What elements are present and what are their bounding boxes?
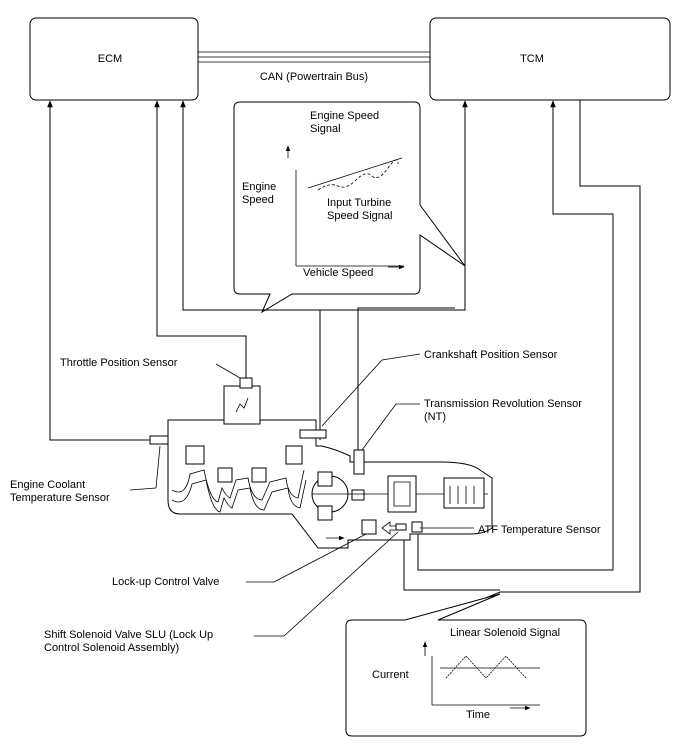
nt-label-l2: (NT): [424, 411, 446, 423]
engine-graph-y-label: Engine Speed: [242, 181, 279, 206]
linear-solenoid-graph-callout: Linear Solenoid Signal Current Time: [345, 593, 587, 737]
can-bus: CAN (Powertrain Bus): [198, 51, 430, 83]
engine-speed-signal-title: Engine Speed Signal: [310, 110, 382, 135]
solenoid-x-label: Time: [466, 709, 490, 721]
solenoid-wave: [445, 655, 527, 679]
ecm-label: ECM: [98, 53, 122, 65]
input-turbine-speed-curve: [317, 159, 399, 191]
lockup-valve-label: Lock-up Control Valve: [112, 576, 219, 588]
coolant-label: Engine Coolant Temperature Sensor: [10, 479, 110, 504]
signal-wires: [47, 100, 641, 635]
coolant-sensor-probe: [149, 435, 169, 445]
sensor-labels: Throttle Position Sensor Crankshaft Posi…: [10, 349, 601, 654]
gear-sets: [312, 475, 488, 513]
valve-body: [326, 519, 423, 541]
nt-sensor-probe: [353, 449, 365, 475]
coolant-label-l2: Temperature Sensor: [10, 492, 110, 504]
slu-label-l1: Shift Solenoid Valve SLU (Lock Up: [44, 629, 213, 641]
tcm-module: TCM: [429, 17, 671, 101]
nt-label-l1: Transmission Revolution Sensor: [424, 398, 582, 410]
engine-graph-x-label: Vehicle Speed: [303, 267, 373, 279]
tcm-label: TCM: [520, 53, 544, 65]
slu-label: Shift Solenoid Valve SLU (Lock Up Contro…: [44, 629, 216, 654]
ecm-module: ECM: [29, 17, 199, 101]
pistons: [171, 445, 307, 513]
engine-transmission-assembly: [149, 377, 493, 549]
throttle-body: [223, 377, 261, 425]
throttle-label: Throttle Position Sensor: [60, 357, 178, 369]
input-turbine-label: Input Turbine Speed Signal: [327, 197, 394, 222]
engine-graph-y-label-l1: Engine: [242, 181, 276, 193]
engine-speed-curve: [307, 157, 403, 189]
engine-speed-graph-callout: Engine Speed Signal Engine Speed Input T…: [233, 101, 466, 314]
crank-sensor-probe: [299, 429, 327, 439]
sensor-probes: [149, 429, 365, 475]
engine-speed-signal-title-l2: Signal: [310, 123, 341, 135]
solenoid-y-label: Current: [372, 669, 409, 681]
engine-graph-y-label-l2: Speed: [242, 194, 274, 206]
atf-label: ATF Temperature Sensor: [478, 524, 601, 536]
linear-solenoid-title: Linear Solenoid Signal: [450, 627, 560, 639]
input-turbine-label-l1: Input Turbine: [327, 197, 391, 209]
engine-speed-signal-title-l1: Engine Speed: [310, 110, 379, 122]
can-bus-label: CAN (Powertrain Bus): [260, 71, 368, 83]
input-turbine-label-l2: Speed Signal: [327, 210, 392, 222]
coolant-label-l1: Engine Coolant: [10, 479, 85, 491]
slu-label-l2: Control Solenoid Assembly): [44, 642, 179, 654]
crankshaft-label: Crankshaft Position Sensor: [424, 349, 558, 361]
nt-label: Transmission Revolution Sensor (NT): [424, 398, 585, 423]
